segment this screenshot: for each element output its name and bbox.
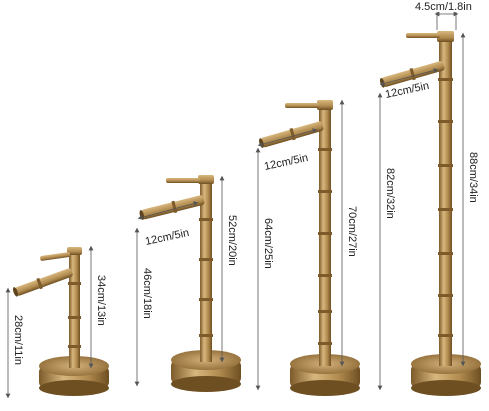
faucet-large-spout-length-label: 12cm/5in (263, 152, 309, 173)
faucet-large-spout (259, 121, 324, 148)
faucet-medium-handle (166, 178, 200, 183)
faucet-small-handle (40, 252, 71, 261)
faucet-small-spout (12, 268, 73, 297)
faucet-medium-pole (199, 182, 213, 362)
faucet-xlarge-pole (438, 40, 453, 366)
faucet-large-pole (318, 108, 332, 366)
faucet-small-pole (68, 252, 81, 368)
faucet-large-handle (285, 103, 319, 108)
faucet-large-spout-height-label: 64cm/25in (262, 218, 274, 269)
faucet-xlarge-total-height-label: 88cm/34in (467, 152, 479, 203)
faucet-medium-spout-length-label: 12cm/5in (144, 227, 190, 248)
dimension-lines (5, 11, 466, 399)
faucet-xlarge-spout-height-label: 82cm/32in (384, 168, 396, 219)
faucet-small-total-height-label: 34cm/13in (95, 275, 107, 326)
faucet-medium-spout-height-label: 46cm/18in (141, 268, 153, 319)
faucet-small (12, 247, 109, 396)
faucet-small-spout-height-label: 28cm/11in (12, 315, 24, 365)
faucet-medium-total-height-label: 52cm/20in (226, 215, 238, 266)
faucet-medium-spout-length-line (137, 201, 199, 220)
faucet-xlarge-handle (406, 33, 440, 38)
faucet-large-spout-length-line (257, 128, 318, 147)
dimension-labels: 34cm/13in 28cm/11in 52cm/20in 46cm/18in … (12, 1, 479, 365)
faucet-medium-spout (139, 195, 205, 220)
faucet-large-total-height-label: 70cm/27in (346, 206, 358, 257)
faucet-xlarge-spout-length-line (379, 68, 439, 86)
faucet-xlarge-diameter-label: 4.5cm/1.8in (415, 1, 472, 13)
